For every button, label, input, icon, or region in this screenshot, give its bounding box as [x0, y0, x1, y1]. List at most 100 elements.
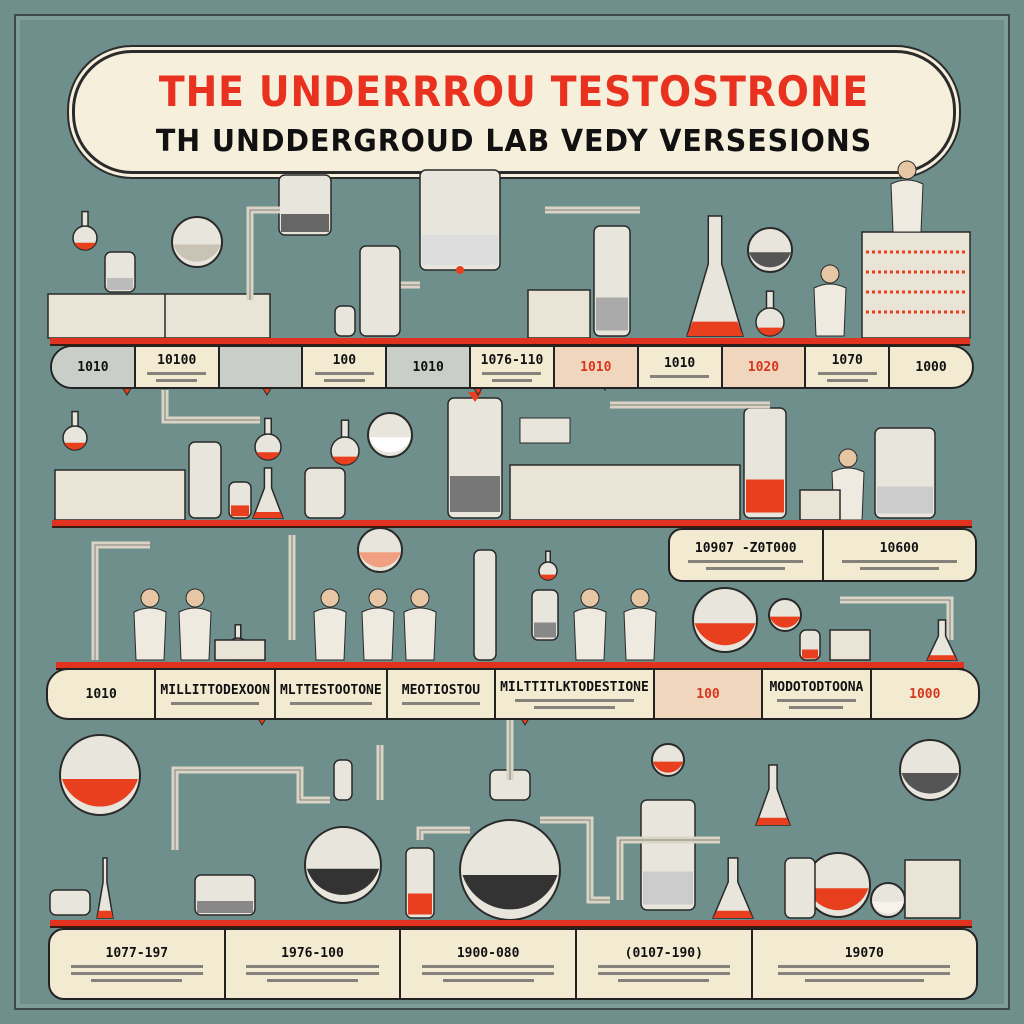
- timeline-cell: MLTTESTOOTONE: [276, 670, 388, 718]
- timeline-cell: MEOTIOSTOU: [388, 670, 497, 718]
- illegible-text-line: [777, 698, 856, 702]
- scientist-body: [623, 607, 657, 661]
- illegible-text-line: [618, 979, 710, 982]
- scientist-head: [368, 588, 388, 608]
- timeline-cell: 1000: [872, 670, 978, 718]
- sphere-contents: [807, 888, 869, 911]
- jar-icon: [334, 305, 356, 337]
- pipe-outline: [840, 599, 951, 640]
- timeline-label: 1900-080: [456, 946, 520, 961]
- illegible-text-line: [533, 705, 616, 709]
- timeline-label: MILLITTODEXOON: [160, 683, 270, 698]
- jar-contents: [422, 235, 498, 265]
- pipe-outline: [249, 209, 280, 300]
- erlenmeyer-flask-icon: [711, 857, 755, 919]
- illegible-text-line: [491, 378, 533, 382]
- timeline-label: 100: [332, 352, 357, 368]
- sphere-contents: [769, 616, 801, 628]
- erlenmeyer-flask-icon: [96, 857, 114, 919]
- jar-contents: [534, 622, 556, 638]
- timeline-cell: 1900-080: [401, 930, 577, 998]
- scientist-body: [403, 607, 437, 661]
- jar-contents: [596, 297, 628, 331]
- jar-icon: [49, 889, 91, 916]
- timeline-label: 1010: [663, 356, 696, 371]
- flask-liquid: [757, 327, 783, 336]
- timeline-cell: MODOTODTOONA: [763, 670, 872, 718]
- illegible-text-line: [91, 979, 183, 982]
- scientist-head: [630, 588, 650, 608]
- illegible-text-line: [789, 705, 844, 709]
- timeline-cell: (0107-190): [577, 930, 753, 998]
- shelf-2: [52, 520, 972, 528]
- pipe-outline: [540, 819, 610, 901]
- illegible-text-line: [805, 979, 924, 982]
- timeline-label: MODOTODTOONA: [769, 679, 864, 695]
- pipe: [171, 766, 330, 850]
- pipe-outline: [174, 769, 330, 850]
- scientist-head: [897, 160, 917, 180]
- timeline-cell: MILLITTODEXOON: [156, 670, 276, 718]
- jar-contents: [746, 479, 784, 513]
- lab-bench: [799, 489, 841, 521]
- flask-liquid: [74, 242, 96, 250]
- timeline-label: 10600: [879, 540, 919, 556]
- jar-icon: [359, 245, 401, 337]
- pipe: [416, 826, 470, 840]
- erlenmeyer-flask-icon: [251, 467, 285, 519]
- sphere-contents: [901, 773, 959, 794]
- flask-liquid: [687, 321, 743, 336]
- flask-liquid: [539, 574, 557, 580]
- lab-bench: [527, 289, 591, 339]
- scientist-body: [178, 607, 212, 661]
- illegible-text-line: [442, 979, 534, 982]
- timeline-label: 10907 -Z0T000: [694, 540, 797, 556]
- jar-icon: [188, 441, 222, 519]
- sphere-contents: [359, 552, 401, 568]
- timeline-label: MEOTIOSTOU: [401, 683, 481, 698]
- illegible-text-line: [597, 972, 731, 975]
- scientist-body: [313, 607, 347, 661]
- illegible-text-line: [266, 979, 359, 982]
- flask-liquid: [332, 456, 358, 465]
- illegible-text-line: [70, 965, 204, 968]
- pipe-outline: [94, 544, 150, 660]
- timeline-cell: 1976-100: [226, 930, 402, 998]
- sphere-contents: [462, 875, 558, 910]
- timeline-cell: 1076-110: [471, 347, 555, 387]
- timeline-cell: 100: [303, 347, 388, 387]
- illegible-text-line: [650, 375, 710, 378]
- timeline-cell: 10100: [136, 347, 220, 387]
- illegible-text-line: [778, 965, 951, 968]
- jar-contents: [231, 505, 249, 517]
- timeline-cell: 1010: [52, 347, 136, 387]
- pipe: [161, 390, 260, 424]
- lab-bench: [829, 629, 871, 661]
- illegible-text-line: [314, 371, 374, 375]
- timeline-cell: 10907 -Z0T000: [670, 530, 824, 580]
- sphere-contents: [62, 779, 138, 807]
- dot: [456, 266, 464, 274]
- jar-icon: [784, 857, 816, 919]
- timeline-cell: 1010: [639, 347, 723, 387]
- scientist-head: [838, 448, 858, 468]
- scientist-head: [580, 588, 600, 608]
- jar-contents: [802, 649, 818, 659]
- illegible-text-line: [246, 965, 379, 968]
- scientist-body: [890, 179, 924, 233]
- timeline-cell: [219, 347, 304, 387]
- timeline-cell: 1000: [890, 347, 972, 387]
- jar-contents: [197, 901, 253, 913]
- illegible-text-line: [482, 371, 542, 375]
- jar-contents: [107, 278, 133, 290]
- lab-bench: [54, 469, 186, 521]
- jar-contents: [281, 214, 329, 232]
- timeline-cell: 1077-197: [50, 930, 226, 998]
- timeline-cell: 1010: [48, 670, 157, 718]
- illegible-text-line: [841, 559, 957, 563]
- illegible-text-line: [401, 702, 481, 705]
- illegible-text-line: [246, 972, 379, 975]
